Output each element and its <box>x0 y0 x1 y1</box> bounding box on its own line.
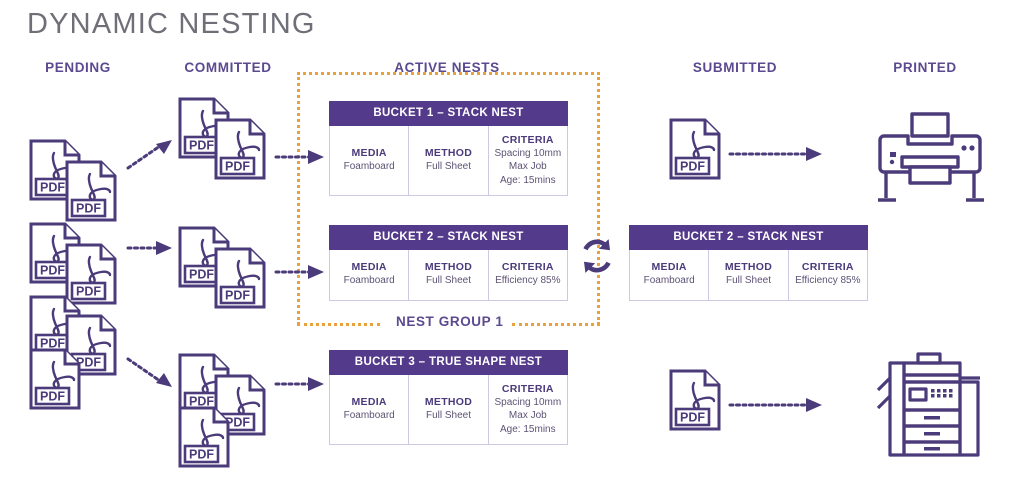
cell-label: MEDIA <box>351 147 387 160</box>
svg-text:PDF: PDF <box>40 337 65 351</box>
svg-text:PDF: PDF <box>680 160 705 174</box>
svg-text:PDF: PDF <box>189 139 214 153</box>
svg-text:PDF: PDF <box>40 390 65 404</box>
bucket-card-3[interactable]: BUCKET 3 – TRUE SHAPE NEST MEDIA Foamboa… <box>329 350 568 446</box>
pdf-document-icon[interactable]: PDF <box>29 348 81 410</box>
cell-value: Foamboard <box>643 275 695 287</box>
bucket-cell-media: MEDIA Foamboard <box>330 374 410 445</box>
bucket-card-2-submitted[interactable]: BUCKET 2 – STACK NEST MEDIA Foamboard ME… <box>629 225 868 301</box>
dotted-arrow-icon <box>126 355 174 389</box>
bucket-cell-criteria: CRITERIA Efficiency 85% <box>489 250 567 300</box>
svg-text:PDF: PDF <box>76 202 101 216</box>
column-header-active-nests: ACTIVE NESTS <box>394 60 500 75</box>
pdf-document-icon[interactable]: PDF <box>669 118 721 180</box>
column-header-printed: PRINTED <box>893 60 957 75</box>
bucket-cell-media: MEDIA Foamboard <box>330 249 410 300</box>
dotted-arrow-icon <box>126 238 174 258</box>
cell-value: Spacing 10mm Max Job Age: 15mins <box>494 396 562 435</box>
column-header-submitted: SUBMITTED <box>692 60 778 75</box>
nest-group-label: NEST GROUP 1 <box>396 314 504 329</box>
nest-group-frame <box>297 72 600 325</box>
bucket-cell-media: MEDIA Foamboard <box>330 125 410 196</box>
svg-text:PDF: PDF <box>40 264 65 278</box>
bucket-cell-criteria: CRITERIA Efficiency 85% <box>789 250 867 300</box>
cell-label: CRITERIA <box>501 382 554 395</box>
cell-label: CRITERIA <box>801 261 854 274</box>
cell-label: METHOD <box>424 396 473 409</box>
bucket-title: BUCKET 1 – STACK NEST <box>329 101 568 126</box>
cell-label: MEDIA <box>651 261 687 274</box>
cell-label: CRITERIA <box>501 133 554 146</box>
cell-value: Full Sheet <box>425 161 471 173</box>
pdf-document-icon[interactable]: PDF <box>65 160 117 222</box>
dotted-arrow-icon <box>274 374 326 394</box>
bucket-cell-media: MEDIA Foamboard <box>630 249 710 300</box>
cell-label: METHOD <box>424 261 473 274</box>
dotted-arrow-icon <box>274 147 326 167</box>
cell-value: Efficiency 85% <box>795 275 861 287</box>
dotted-arrow-icon <box>126 138 174 172</box>
svg-text:PDF: PDF <box>680 411 705 425</box>
bucket-body: MEDIA Foamboard METHOD Full Sheet CRITER… <box>329 249 568 301</box>
bucket-body: MEDIA Foamboard METHOD Full Sheet CRITER… <box>329 125 568 197</box>
cell-value: Efficiency 85% <box>495 275 561 287</box>
cell-value: Spacing 10mm Max Job Age: 15mins <box>494 147 562 186</box>
bucket-cell-criteria: CRITERIA Spacing 10mm Max Job Age: 15min… <box>489 126 567 196</box>
svg-text:PDF: PDF <box>189 268 214 282</box>
cell-value: Full Sheet <box>725 275 771 287</box>
pdf-document-icon[interactable]: PDF <box>669 369 721 431</box>
bucket-body: MEDIA Foamboard METHOD Full Sheet CRITER… <box>629 249 868 301</box>
svg-text:PDF: PDF <box>189 448 214 462</box>
bucket-body: MEDIA Foamboard METHOD Full Sheet CRITER… <box>329 374 568 446</box>
nest-group-frame-bottom-right <box>512 323 600 326</box>
svg-text:PDF: PDF <box>225 416 250 430</box>
dotted-arrow-icon <box>274 262 326 282</box>
cell-value: Foamboard <box>343 275 395 287</box>
bucket-cell-criteria: CRITERIA Spacing 10mm Max Job Age: 15min… <box>489 375 567 445</box>
printer-icon <box>872 112 988 204</box>
pdf-document-icon[interactable]: PDF <box>178 406 230 468</box>
bucket-cell-method: METHOD Full Sheet <box>709 249 789 300</box>
pdf-document-icon[interactable]: PDF <box>65 243 117 305</box>
copier-icon <box>876 352 988 460</box>
nest-group-frame-bottom-left <box>297 323 380 326</box>
svg-text:PDF: PDF <box>225 160 250 174</box>
bucket-title: BUCKET 2 – STACK NEST <box>629 225 868 250</box>
dotted-arrow-icon <box>728 144 824 164</box>
bucket-cell-method: METHOD Full Sheet <box>409 374 489 445</box>
cell-value: Foamboard <box>343 410 395 422</box>
cell-label: METHOD <box>424 147 473 160</box>
sync-refresh-icon[interactable] <box>574 233 620 284</box>
svg-text:PDF: PDF <box>76 356 101 370</box>
column-header-pending: PENDING <box>45 60 111 75</box>
pdf-document-icon[interactable]: PDF <box>214 247 266 309</box>
dotted-arrow-icon <box>728 395 824 415</box>
cell-value: Foamboard <box>343 161 395 173</box>
bucket-title: BUCKET 2 – STACK NEST <box>329 225 568 250</box>
cell-label: MEDIA <box>351 261 387 274</box>
column-header-committed: COMMITTED <box>184 60 272 75</box>
pdf-document-icon[interactable]: PDF <box>214 118 266 180</box>
cell-value: Full Sheet <box>425 275 471 287</box>
bucket-cell-method: METHOD Full Sheet <box>409 249 489 300</box>
page-title: DYNAMIC NESTING <box>27 8 316 40</box>
cell-label: METHOD <box>724 261 773 274</box>
svg-text:PDF: PDF <box>225 289 250 303</box>
svg-text:PDF: PDF <box>40 181 65 195</box>
pdf-document-icon[interactable]: PDF <box>214 374 266 436</box>
cell-value: Full Sheet <box>425 410 471 422</box>
cell-label: MEDIA <box>351 396 387 409</box>
bucket-card-1[interactable]: BUCKET 1 – STACK NEST MEDIA Foamboard ME… <box>329 101 568 197</box>
bucket-title: BUCKET 3 – TRUE SHAPE NEST <box>329 350 568 375</box>
cell-label: CRITERIA <box>501 261 554 274</box>
bucket-cell-method: METHOD Full Sheet <box>409 125 489 196</box>
svg-text:PDF: PDF <box>189 395 214 409</box>
svg-text:PDF: PDF <box>76 285 101 299</box>
bucket-card-2[interactable]: BUCKET 2 – STACK NEST MEDIA Foamboard ME… <box>329 225 568 301</box>
